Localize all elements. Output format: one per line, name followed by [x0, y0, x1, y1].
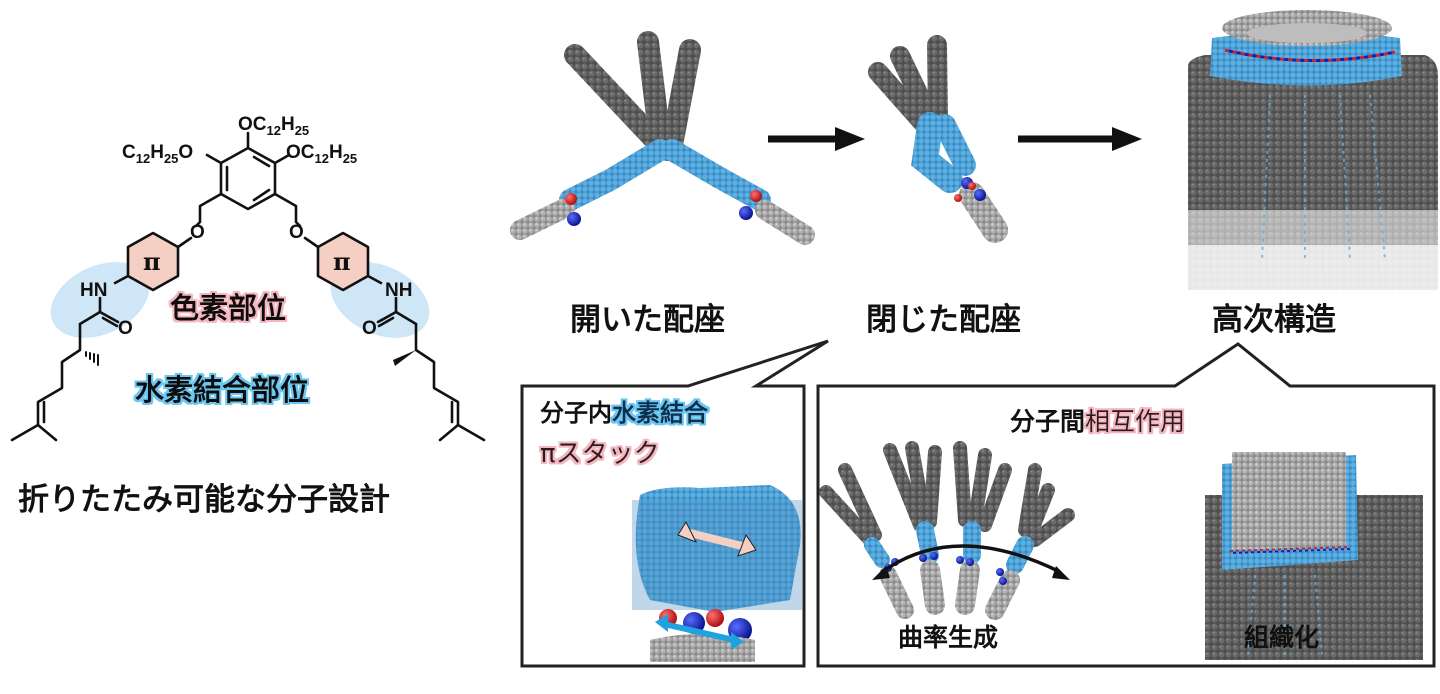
organization-model	[1205, 452, 1423, 660]
pi-symbol-right: π	[333, 247, 351, 276]
arrow-open-to-closed	[768, 127, 865, 151]
substituent-top: OC12H25	[238, 114, 309, 138]
intra-title-blue: 水素結合	[612, 399, 709, 427]
carbonyl-o-right: O	[362, 318, 377, 339]
organization-label: 組織化	[1244, 623, 1319, 652]
arrow-closed-to-higher-order	[1018, 127, 1142, 151]
substituent-left: C12H25O	[122, 142, 193, 166]
intra-subtitle-pink: πスタック	[540, 439, 660, 469]
inter-title-pink: 相互作用	[1085, 407, 1185, 436]
intra-title: 分子内水素結合	[540, 399, 709, 427]
substituent-right: OC12H25	[286, 142, 357, 166]
curvature-model	[819, 441, 1075, 620]
amide-n-left: HN	[80, 280, 107, 301]
inter-title: 分子間相互作用	[1010, 407, 1185, 436]
chem-labels: OC12H25 C12H25O OC12H25 O O π π HN NH O …	[18, 114, 412, 518]
amide-n-right: NH	[385, 280, 412, 301]
inter-title-black: 分子間	[1010, 407, 1085, 436]
open-conformation-model	[510, 31, 815, 245]
carbonyl-o-left: O	[118, 318, 133, 339]
hbond-site-label: 水素結合部位	[135, 373, 309, 407]
ether-o-left: O	[190, 222, 205, 243]
closed-conformation-model	[868, 35, 1008, 243]
stage-label-closed: 閉じた配座	[866, 302, 1021, 338]
callout-intermolecular: 分子間相互作用	[816, 342, 1436, 668]
callout-intramolecular: 分子内水素結合 πスタック	[520, 339, 829, 668]
design-caption: 折りたたみ可能な分子設計	[18, 482, 390, 518]
stage-label-higher-order: 高次構造	[1212, 302, 1336, 338]
central-benzene-ring	[219, 146, 277, 211]
chemical-structure	[10, 131, 486, 442]
ether-o-right: O	[289, 222, 304, 243]
pi-symbol-left: π	[143, 247, 161, 276]
curvature-label: 曲率生成	[898, 623, 998, 652]
pi-stack-model	[632, 485, 802, 662]
bold-wedge-right	[393, 350, 416, 366]
stage-label-open: 開いた配座	[570, 302, 725, 338]
hashed-wedge-left	[85, 351, 99, 366]
intra-title-black: 分子内	[540, 399, 612, 427]
dye-site-label: 色素部位	[170, 291, 286, 325]
higher-order-tube-model	[1186, 10, 1440, 295]
